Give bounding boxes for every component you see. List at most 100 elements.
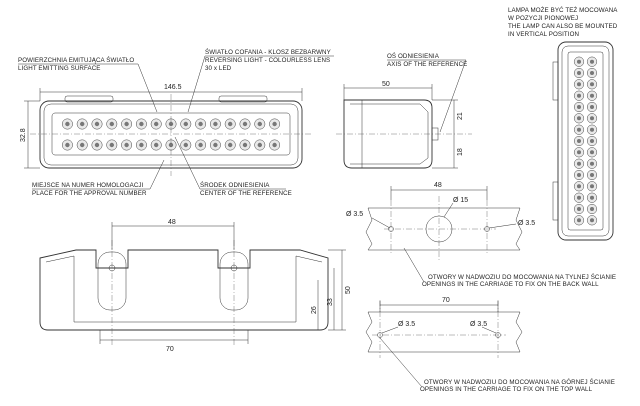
svg-text:26: 26 (311, 306, 318, 314)
dim-top-span: 70 (379, 297, 499, 312)
dim-length-label: 146.5 (164, 84, 182, 91)
side-view (336, 99, 472, 169)
svg-text:THE LAMP CAN ALSO BE MOUNTED: THE LAMP CAN ALSO BE MOUNTED (508, 23, 618, 30)
led-core (577, 93, 581, 98)
svg-text:OTWORY W NADWOZIU DO MOCOWANIA: OTWORY W NADWOZIU DO MOCOWANIA NA TYLNEJ… (428, 273, 616, 281)
svg-text:OPENINGS IN THE CARRIAGE TO FI: OPENINGS IN THE CARRIAGE TO FIX ON THE B… (422, 281, 599, 288)
dim-bottom-width: 70 (99, 330, 249, 353)
led-core (577, 116, 581, 121)
svg-text:POWIERZCHNIA EMITUJĄCA ŚWIATŁO: POWIERZCHNIA EMITUJĄCA ŚWIATŁO (18, 56, 134, 64)
svg-text:50: 50 (382, 81, 390, 88)
label-axis-reference: OŚ ODNIESIENIA AXIS OF THE REFERENCE (387, 52, 467, 133)
led-core (272, 121, 277, 127)
led-core (80, 121, 85, 127)
label-approval-number: MIEJSCE NA NUMER HOMOLOGACJI PLACE FOR T… (32, 159, 165, 197)
svg-text:30 x LED: 30 x LED (205, 65, 232, 72)
back-hole-labels: Ø 3.5 Ø 15 Ø 3.5 (346, 197, 535, 229)
led-core (577, 127, 581, 132)
led-core (109, 121, 115, 127)
led-core (577, 71, 581, 75)
led-core (590, 93, 594, 98)
led-core (577, 184, 581, 189)
svg-text:W POZYCJI PIONOWEJ: W POZYCJI PIONOWEJ (508, 15, 578, 22)
led-core (213, 142, 218, 148)
led-core (154, 142, 159, 148)
led-core (154, 121, 159, 127)
led-core (94, 142, 100, 148)
led-array-vertical (573, 56, 598, 226)
led-core (139, 142, 144, 148)
svg-text:REVERSING LIGHT - COLOURLESS L: REVERSING LIGHT - COLOURLESS LENS (205, 57, 330, 64)
led-array (61, 118, 281, 151)
svg-text:PLACE FOR THE APPROVAL NUMBER: PLACE FOR THE APPROVAL NUMBER (32, 190, 147, 197)
led-core (213, 121, 218, 127)
led-core (242, 121, 248, 127)
led-core (577, 195, 581, 200)
led-core (590, 105, 594, 109)
led-core (590, 139, 594, 143)
led-core (168, 142, 174, 148)
svg-text:Ø 3.5: Ø 3.5 (346, 211, 363, 218)
svg-text:ŚWIATŁO COFANIA - KLOSZ BEZBAR: ŚWIATŁO COFANIA - KLOSZ BEZBARWNY (205, 48, 331, 56)
led-core (590, 207, 594, 211)
dim-bottom-span: 48 (111, 219, 235, 250)
label-reversing-light: ŚWIATŁO COFANIA - KLOSZ BEZBARWNY REVERS… (187, 48, 334, 113)
svg-text:LIGHT EMITTING SURFACE: LIGHT EMITTING SURFACE (18, 65, 101, 72)
front-view (30, 94, 312, 176)
dim-height-label: 32.8 (20, 128, 27, 142)
label-center-reference: ŚRODEK ODNIESIENIA CENTER OF THE REFEREN… (174, 136, 292, 197)
dim-axis-split: 21 18 (432, 99, 464, 169)
led-core (577, 82, 581, 87)
svg-text:Ø 3.5: Ø 3.5 (518, 220, 535, 227)
dim-length: 146.5 (39, 84, 303, 101)
led-core (198, 142, 203, 148)
led-core (65, 142, 70, 148)
svg-text:48: 48 (434, 182, 442, 189)
led-core (183, 121, 188, 127)
led-core (577, 139, 581, 143)
led-core (590, 195, 594, 200)
svg-text:OŚ ODNIESIENIA: OŚ ODNIESIENIA (387, 52, 440, 60)
svg-text:CENTER OF THE REFERENCE: CENTER OF THE REFERENCE (200, 190, 292, 197)
svg-text:70: 70 (166, 346, 174, 353)
led-core (577, 207, 581, 211)
label-vertical-mounting: LAMPA MOŻE BYĆ TEŻ MOCOWANA W POZYCJI PI… (508, 7, 618, 38)
led-core (577, 161, 581, 166)
led-core (124, 121, 129, 127)
led-core (577, 150, 581, 155)
led-core (198, 121, 203, 127)
svg-text:50: 50 (345, 286, 352, 294)
svg-text:LAMPA MOŻE BYĆ TEŻ MOCOWANA: LAMPA MOŻE BYĆ TEŻ MOCOWANA (508, 7, 618, 14)
led-core (590, 71, 594, 75)
svg-text:AXIS OF THE REFERENCE: AXIS OF THE REFERENCE (387, 61, 467, 68)
led-core (590, 161, 594, 166)
svg-text:21: 21 (457, 112, 464, 120)
label-emitting-surface: POWIERZCHNIA EMITUJĄCA ŚWIATŁO LIGHT EMI… (18, 56, 158, 113)
led-core (109, 142, 115, 148)
led-core (590, 116, 594, 121)
led-core (590, 59, 594, 64)
led-core (183, 142, 188, 148)
label-top-wall: OTWORY W NADWOZIU DO MOCOWANIA NA GÓRNEJ… (379, 337, 615, 393)
led-core (590, 184, 594, 189)
led-core (590, 150, 594, 155)
led-core (228, 121, 233, 127)
svg-text:70: 70 (442, 297, 450, 304)
led-core (80, 142, 85, 148)
top-wall-holes (365, 300, 523, 358)
back-wall-holes (365, 196, 523, 260)
led-core (272, 142, 277, 148)
dim-height: 32.8 (20, 100, 40, 169)
led-core (590, 218, 594, 223)
vertical-view (552, 41, 614, 241)
led-core (257, 121, 262, 127)
svg-text:OPENINGS IN THE CARRIAGE TO FI: OPENINGS IN THE CARRIAGE TO FIX ON THE T… (420, 386, 593, 393)
dim-bottom-heights: 50 33 26 (311, 249, 352, 331)
svg-text:MIEJSCE NA NUMER HOMOLOGACJI: MIEJSCE NA NUMER HOMOLOGACJI (32, 182, 144, 189)
svg-text:OTWORY W NADWOZIU DO MOCOWANIA: OTWORY W NADWOZIU DO MOCOWANIA NA GÓRNEJ… (424, 378, 615, 386)
led-core (590, 173, 594, 177)
led-core (228, 142, 233, 148)
bottom-view (39, 240, 329, 345)
svg-text:18: 18 (457, 148, 464, 156)
svg-text:Ø 15: Ø 15 (453, 197, 468, 204)
